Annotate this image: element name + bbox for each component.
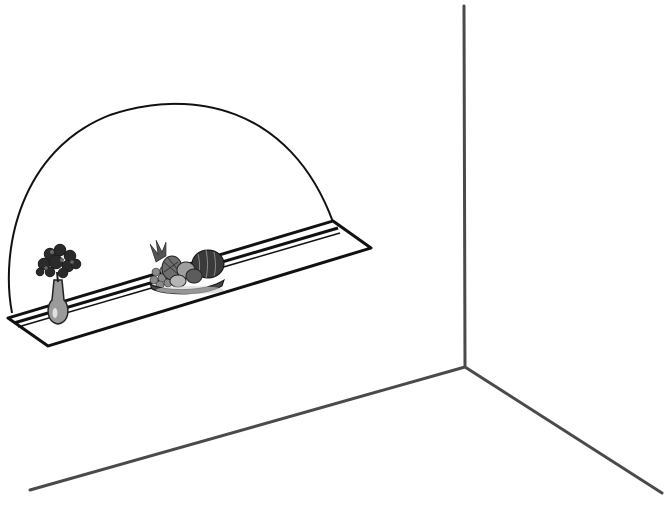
flower-stem	[57, 272, 58, 282]
fruit-round-2	[186, 269, 202, 283]
pineapple-leaves	[150, 240, 166, 262]
basket-shadow	[156, 286, 224, 294]
vase-highlight	[53, 308, 58, 318]
fruit-round-3	[170, 275, 186, 287]
vertical-corner-edge	[464, 6, 465, 367]
vase-body	[48, 280, 68, 324]
right-floor-edge	[465, 367, 662, 493]
left-floor-edge	[30, 367, 465, 490]
flower-bouquet	[36, 244, 81, 278]
